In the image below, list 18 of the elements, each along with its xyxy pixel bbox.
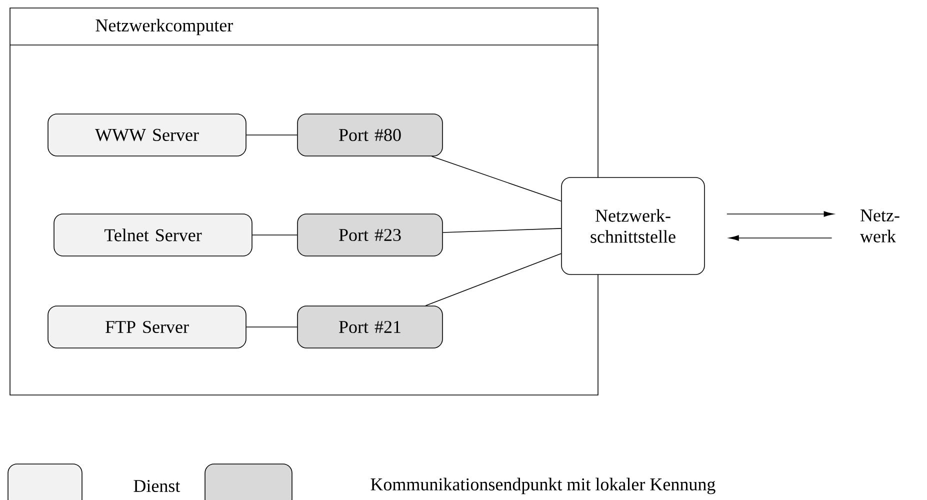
legend-label: Dienst — [134, 480, 180, 492]
network-label: Netz- werk — [860, 210, 900, 242]
interface-box: Netzwerk- schnittstelle — [561, 177, 705, 275]
port-box: Port #80 — [297, 114, 443, 156]
legend-label: Kommunikationsendpunkt mit lokaler Kennung — [370, 478, 716, 494]
connector-line — [246, 326, 298, 328]
service-box: WWW Server — [48, 114, 246, 156]
arrow — [728, 235, 832, 241]
port-box: Port #23 — [297, 214, 443, 256]
connector-line — [431, 156, 562, 202]
connector-line — [252, 234, 298, 236]
service-box: FTP Server — [48, 306, 246, 348]
connector-line — [425, 253, 562, 306]
arrow — [726, 211, 834, 217]
port-box: Port #21 — [297, 306, 443, 348]
connector-line — [246, 134, 298, 136]
connector-line — [442, 228, 562, 233]
service-box: Telnet Server — [54, 214, 252, 256]
